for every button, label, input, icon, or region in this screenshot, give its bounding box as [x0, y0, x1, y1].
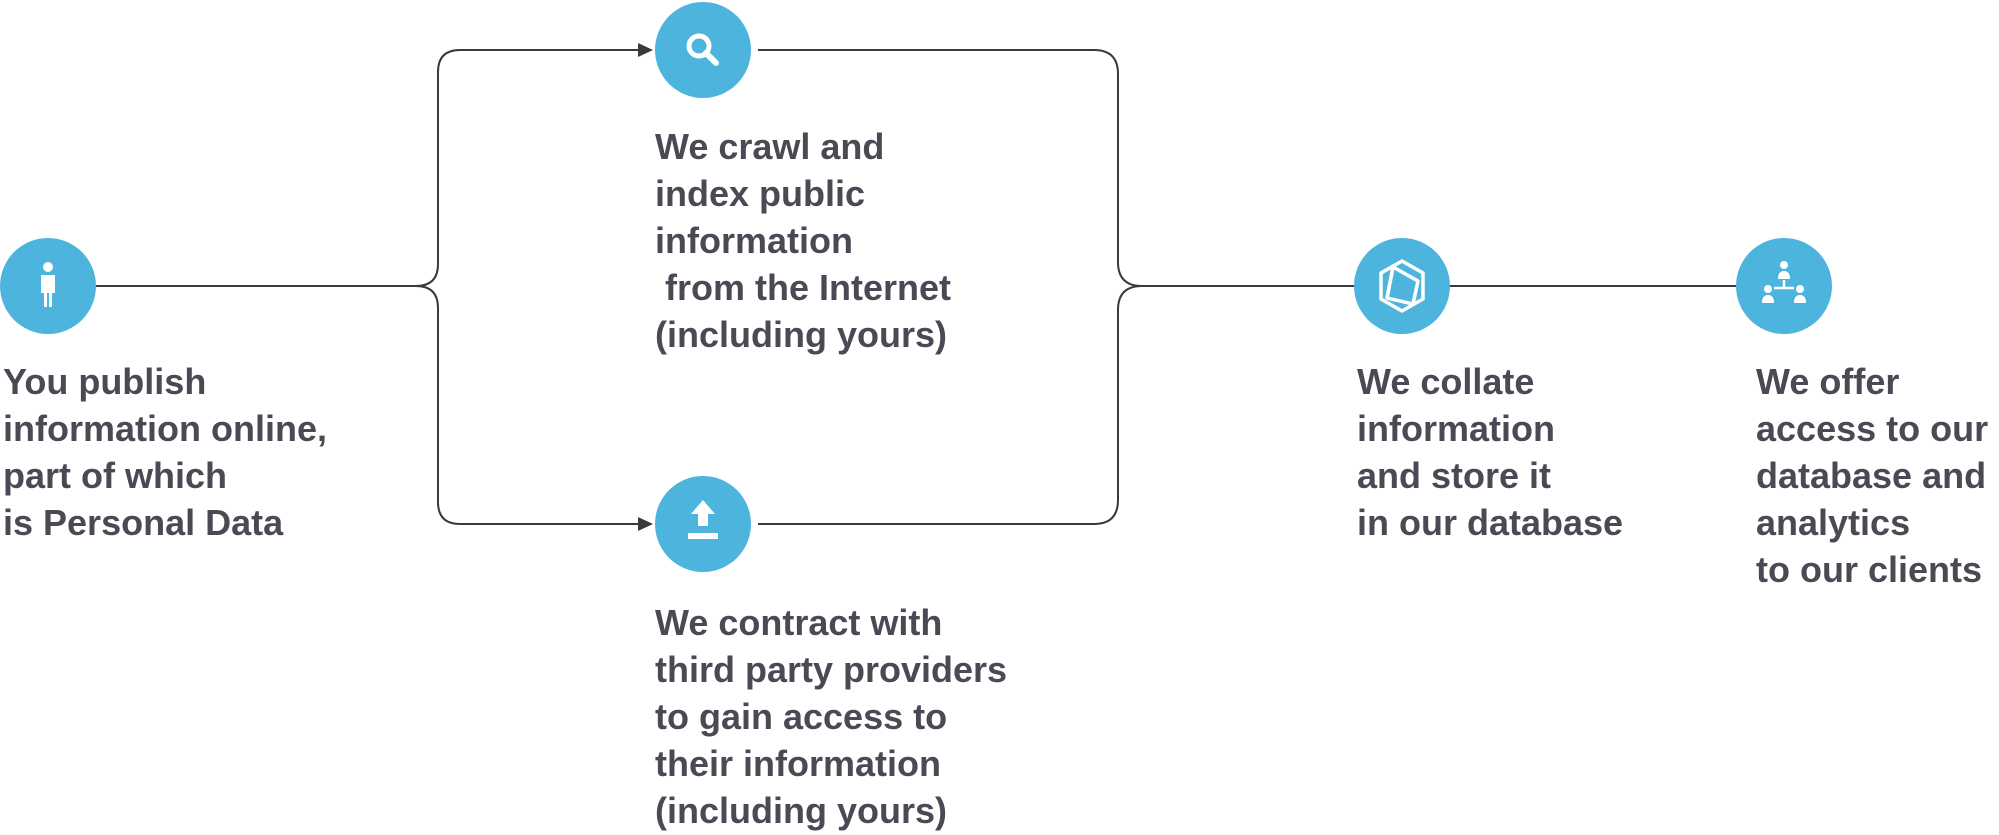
database-hexagon-icon — [1379, 259, 1425, 313]
offer-node — [1736, 238, 1832, 334]
connector-branch-to-crawl — [415, 49, 640, 287]
org-chart-icon — [1762, 261, 1806, 303]
person-icon — [41, 262, 55, 307]
collate-node — [1354, 238, 1450, 334]
search-icon — [686, 33, 719, 66]
arrowhead-crawl — [638, 43, 653, 57]
connector-crawl-to-merge — [758, 49, 1143, 287]
arrowhead-contract — [638, 517, 653, 531]
connector-contract-to-merge — [758, 285, 1143, 525]
crawl-label: We crawl and index public information fr… — [655, 126, 952, 355]
contract-node — [655, 476, 751, 572]
contract-label: We contract with third party providers t… — [655, 602, 1008, 831]
crawl-node — [655, 2, 751, 98]
offer-label: We offer access to our database and anal… — [1756, 361, 1989, 590]
publish-node — [0, 238, 96, 334]
collate-label: We collate information and store it in o… — [1357, 361, 1624, 543]
publish-label: You publish information online, part of … — [3, 361, 327, 543]
connector-branch-to-contract — [415, 285, 640, 525]
upload-icon — [688, 500, 718, 539]
